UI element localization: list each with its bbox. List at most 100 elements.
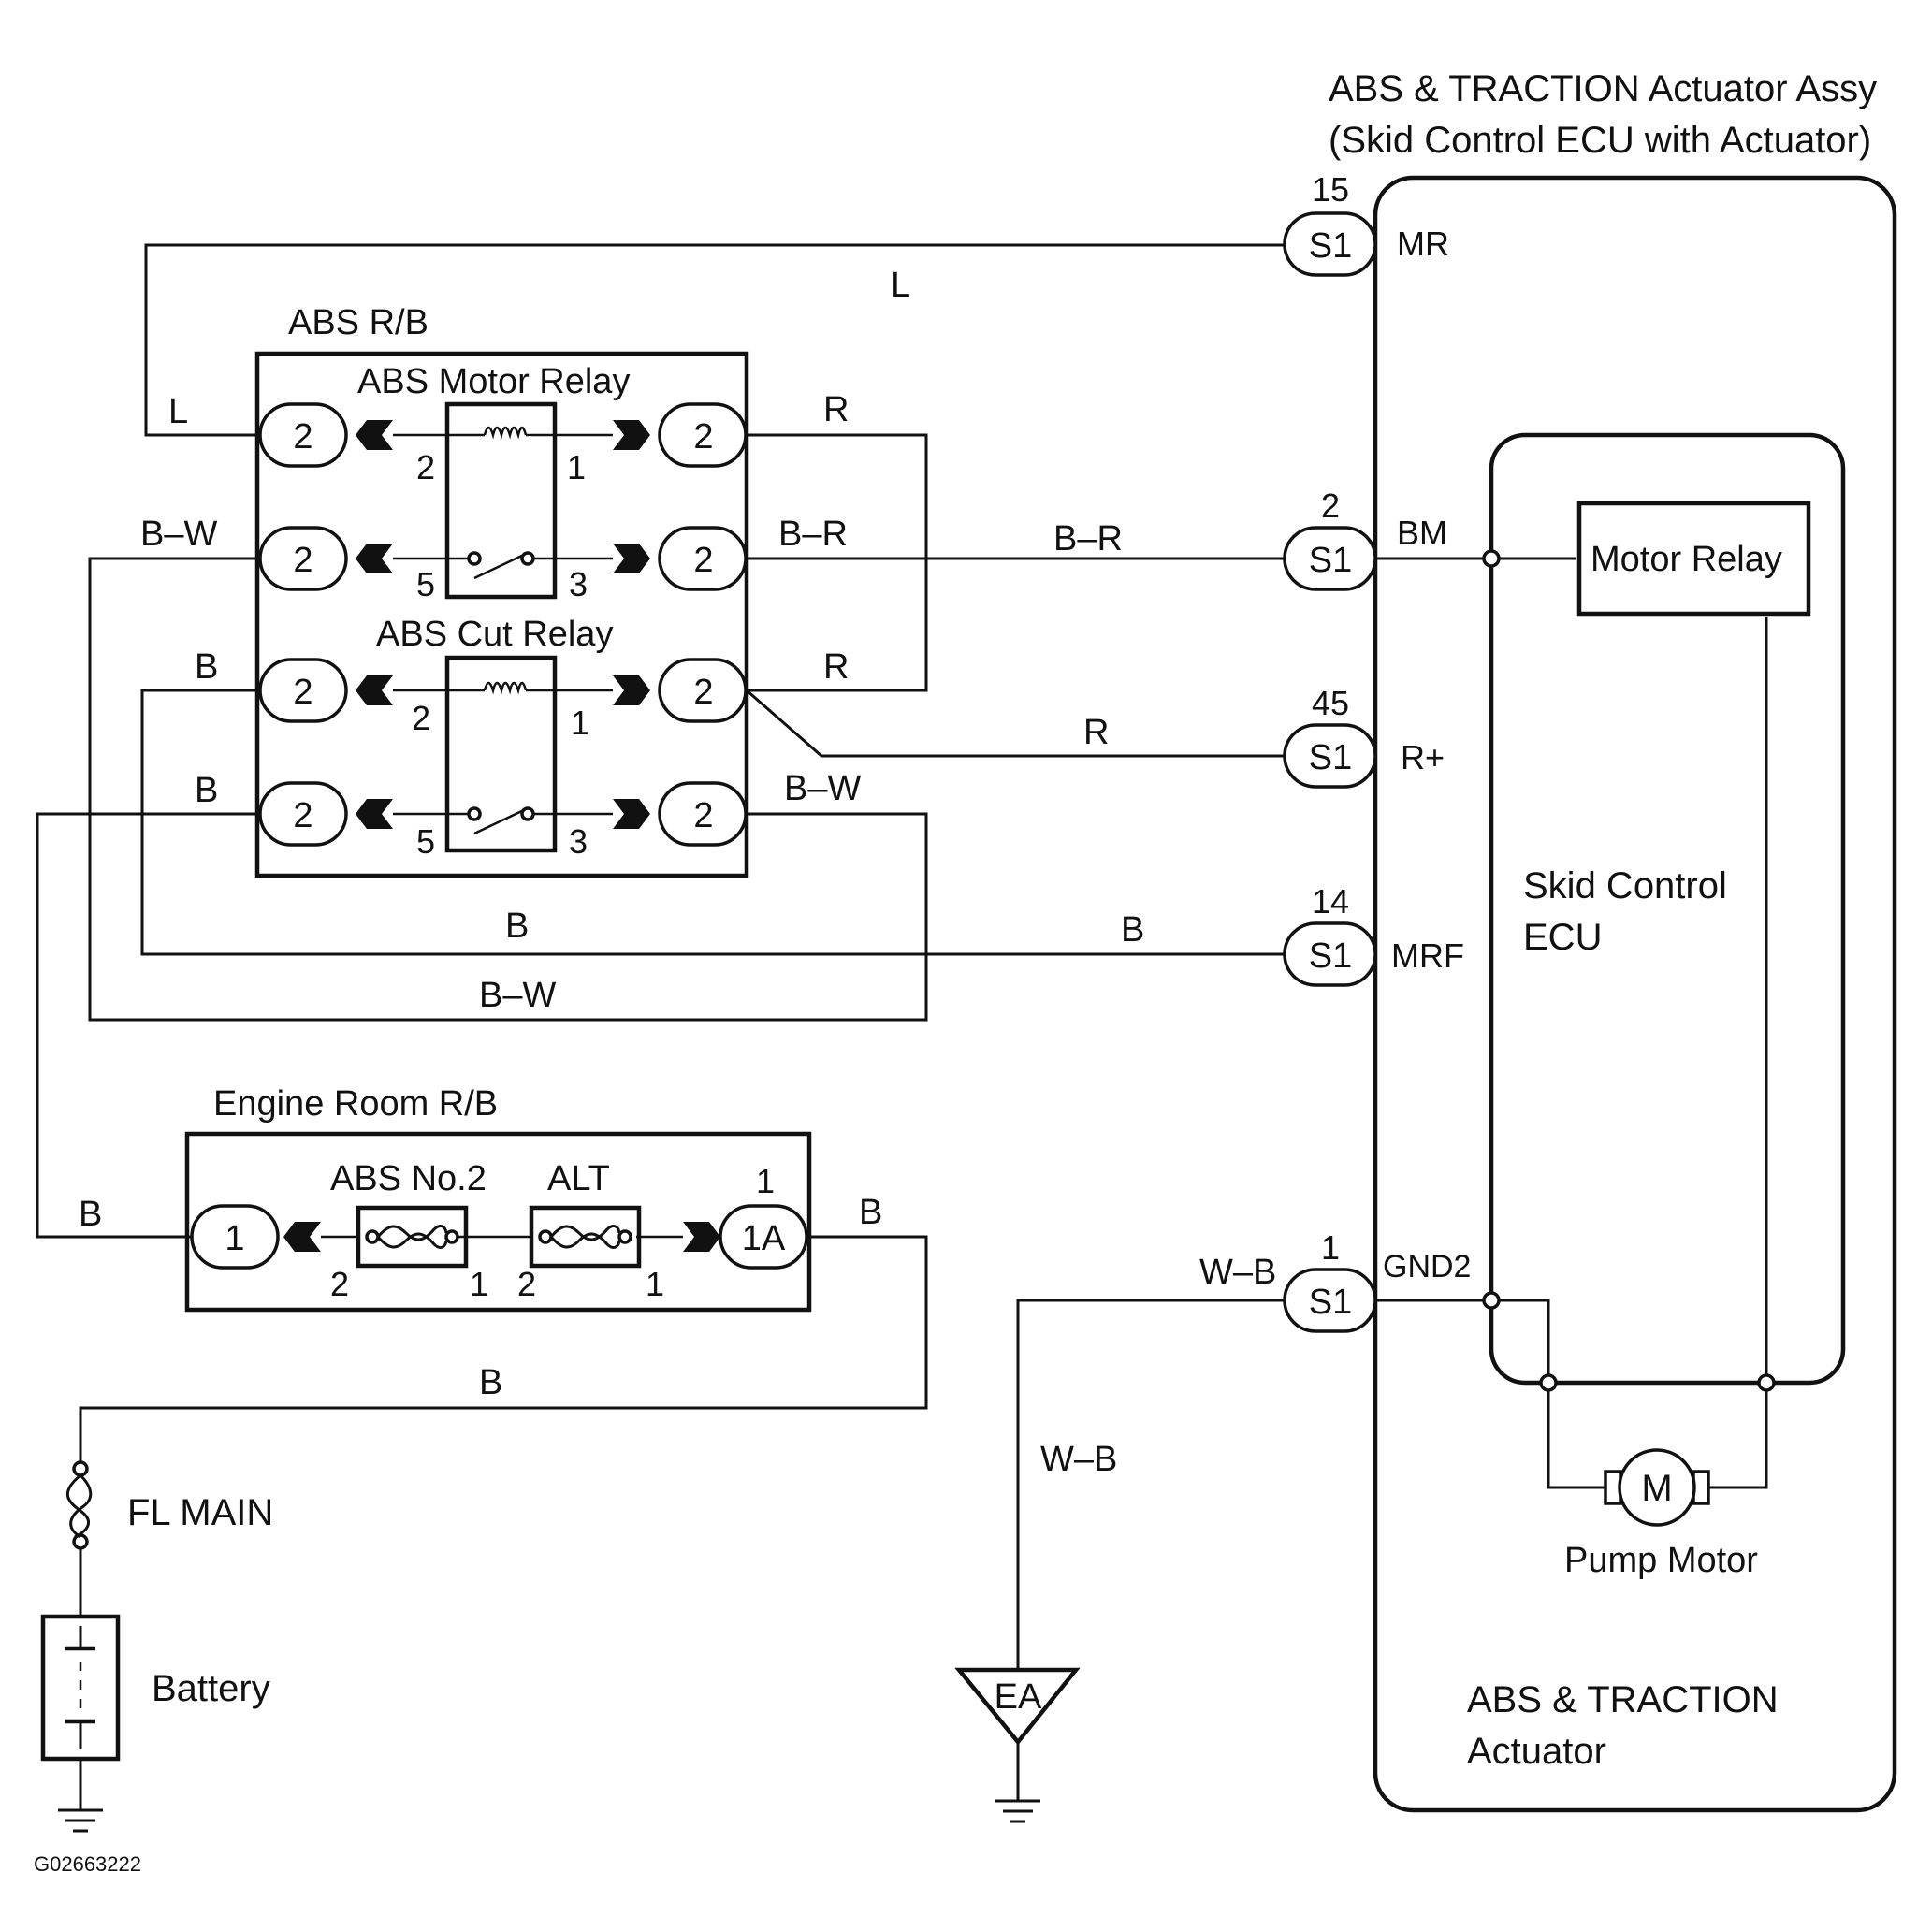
ecu-label-line1: Skid Control bbox=[1523, 865, 1727, 907]
figure-code: G02663222 bbox=[34, 1852, 141, 1876]
fuse1-pin-right: 1 bbox=[470, 1265, 488, 1303]
wire-label-r-plus: R bbox=[1083, 713, 1109, 752]
cut-relay-pin-left-top: 2 bbox=[412, 699, 430, 737]
ecu-label-line2: ECU bbox=[1523, 917, 1602, 958]
motor-relay-pin-left-top: 2 bbox=[416, 448, 435, 486]
wires bbox=[36, 243, 1768, 1810]
wire-label-mrf-b-right: B bbox=[1121, 910, 1144, 950]
wire-label-eng-b-right: B bbox=[859, 1193, 882, 1232]
engine-room-rb-box bbox=[184, 1131, 812, 1313]
ea-ground-label: EA bbox=[995, 1677, 1042, 1717]
wire-label-motor-relay-r: R bbox=[823, 390, 849, 429]
connector-code: S1 bbox=[1309, 226, 1352, 266]
connector-mrf: S1 14 MRF bbox=[1283, 882, 1464, 987]
connector-pin: 45 bbox=[1312, 684, 1349, 722]
abs-cut-relay bbox=[356, 655, 650, 853]
terminal-label: R+ bbox=[1401, 738, 1445, 776]
connector-number: 2 bbox=[293, 541, 312, 580]
connector-code: S1 bbox=[1309, 1283, 1352, 1322]
fl-main-label: FL MAIN bbox=[127, 1492, 273, 1533]
abs-motor-relay bbox=[356, 401, 650, 600]
abs-cut-relay-label: ABS Cut Relay bbox=[376, 615, 613, 654]
engine-room-internals bbox=[190, 1204, 808, 1270]
engine-connector-right: 1A bbox=[742, 1219, 786, 1258]
connector-mr: S1 15 MR bbox=[1283, 170, 1449, 277]
connector-pin: 2 bbox=[1321, 486, 1340, 525]
wire-label-mrf-b-left: B bbox=[505, 907, 529, 946]
fuse-abs-no2-label: ABS No.2 bbox=[330, 1159, 487, 1198]
motor-relay-pin-right-top: 1 bbox=[567, 448, 586, 486]
connector-r-plus: S1 45 R+ bbox=[1283, 684, 1445, 789]
connector-gnd2: S1 1 GND2 bbox=[1283, 1228, 1471, 1333]
wire-label-eng-b-left: B bbox=[79, 1195, 102, 1234]
fuse1-pin-left: 2 bbox=[330, 1265, 349, 1303]
fuse2-pin-right: 1 bbox=[646, 1265, 664, 1303]
cut-relay-pin-left-bottom: 5 bbox=[416, 822, 435, 861]
pump-motor-symbol bbox=[1604, 1448, 1710, 1527]
motor-relay-pin-left-bottom: 5 bbox=[416, 565, 435, 603]
engine-connector-right-pin: 1 bbox=[756, 1162, 775, 1200]
abs-rb-label: ABS R/B bbox=[288, 303, 429, 342]
wire-color-labels: L L R B–W B–R B–R B R R B B–W B B B–W B … bbox=[79, 266, 1276, 1479]
engine-connector-left: 1 bbox=[225, 1219, 244, 1258]
connector-number: 2 bbox=[693, 417, 713, 457]
connector-number: 2 bbox=[693, 541, 713, 580]
wire-label-cut-bw: B–W bbox=[784, 769, 861, 808]
connector-number: 2 bbox=[293, 417, 312, 457]
abs-motor-relay-label: ABS Motor Relay bbox=[357, 362, 630, 401]
skid-control-ecu-box bbox=[1489, 432, 1846, 1386]
battery-label: Battery bbox=[152, 1668, 270, 1709]
wire-label-cut-r: R bbox=[823, 647, 849, 687]
actuator-assy-subtitle: (Skid Control ECU with Actuator) bbox=[1329, 120, 1871, 161]
motor-relay-pin-right-bottom: 3 bbox=[569, 565, 588, 603]
actuator-assy-box bbox=[1373, 175, 1897, 1813]
connector-number: 2 bbox=[693, 673, 713, 712]
wire-label-bw-bottom: B–W bbox=[479, 976, 556, 1015]
wire-label-gnd-wb-top: W–B bbox=[1199, 1253, 1276, 1292]
connector-bm: S1 2 BM bbox=[1283, 486, 1447, 591]
actuator-assy-title: ABS & TRACTION Actuator Assy bbox=[1329, 68, 1877, 109]
terminal-label: BM bbox=[1397, 514, 1447, 552]
connector-code: S1 bbox=[1309, 541, 1352, 580]
actuator-label-line2: Actuator bbox=[1467, 1731, 1606, 1772]
connector-code: S1 bbox=[1309, 936, 1352, 976]
connector-number: 2 bbox=[293, 673, 312, 712]
connector-pin: 14 bbox=[1312, 882, 1349, 921]
fuse2-pin-left: 2 bbox=[517, 1265, 536, 1303]
wire-label-cut-b-top: B bbox=[195, 647, 218, 687]
abs-rb-box bbox=[254, 351, 749, 878]
actuator-label-line1: ABS & TRACTION bbox=[1467, 1679, 1779, 1720]
junction-dots bbox=[1482, 549, 1776, 1392]
wire-label-battery-b: B bbox=[479, 1363, 502, 1402]
connector-pin: 1 bbox=[1321, 1228, 1340, 1267]
cut-relay-pin-right-bottom: 3 bbox=[569, 822, 588, 861]
connector-number: 2 bbox=[693, 796, 713, 835]
terminal-label: MR bbox=[1397, 225, 1449, 263]
fl-main-fuse-symbol bbox=[66, 1460, 93, 1550]
engine-room-rb-label: Engine Room R/B bbox=[213, 1084, 498, 1124]
ea-ground-symbol bbox=[954, 1667, 1081, 1823]
connector-number: 2 bbox=[293, 796, 312, 835]
cut-relay-connectors bbox=[258, 658, 748, 847]
connector-pin: 15 bbox=[1312, 170, 1349, 209]
wire-label-bw-left: B–W bbox=[140, 515, 217, 554]
wire-label-br-mid: B–R bbox=[1053, 519, 1123, 559]
pump-motor-label: Pump Motor bbox=[1564, 1541, 1758, 1580]
wire-label-mr-left: L bbox=[168, 392, 188, 431]
terminal-label: MRF bbox=[1391, 936, 1464, 975]
wire-label-mr: L bbox=[891, 266, 910, 305]
terminal-label: GND2 bbox=[1383, 1249, 1471, 1284]
pump-motor-symbol-letter: M bbox=[1641, 1468, 1672, 1509]
fuse-alt-label: ALT bbox=[547, 1159, 610, 1198]
cut-relay-pin-right-top: 1 bbox=[571, 704, 589, 742]
wire-label-gnd-wb: W–B bbox=[1040, 1440, 1117, 1479]
battery-symbol bbox=[40, 1614, 121, 1762]
ground-symbol-battery bbox=[58, 1808, 103, 1833]
wire-label-cut-b-bottom: B bbox=[195, 771, 218, 810]
wire-label-br-right: B–R bbox=[778, 515, 848, 554]
motor-relay-label: Motor Relay bbox=[1591, 540, 1782, 579]
connector-code: S1 bbox=[1309, 738, 1352, 777]
motor-relay-box bbox=[1576, 501, 1811, 617]
motor-relay-connectors bbox=[258, 402, 748, 591]
